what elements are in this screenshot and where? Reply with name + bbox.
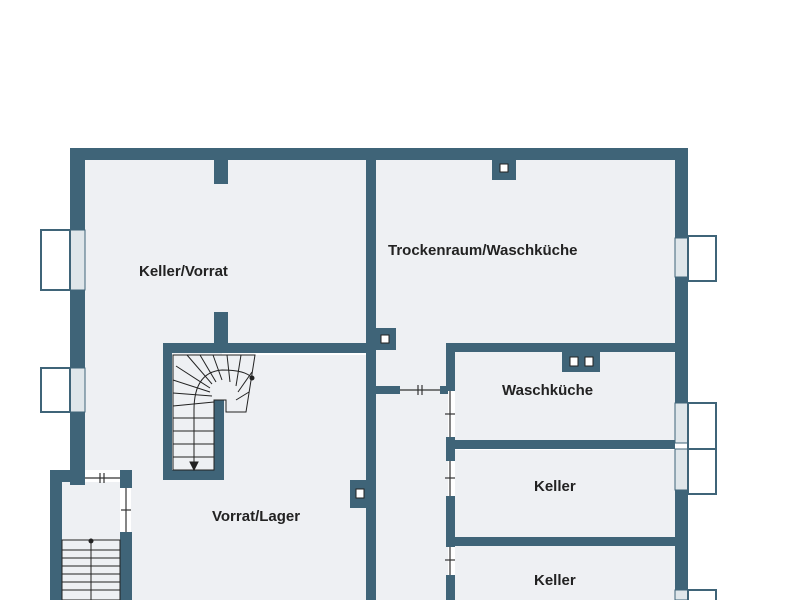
- window-right-4-well: [687, 589, 717, 600]
- wall-corridor-stub: [376, 386, 400, 394]
- stair-tread: [186, 354, 213, 385]
- shaft-top-inner: [499, 163, 509, 173]
- room-label-keller-1: Keller: [534, 478, 576, 495]
- window-left-2-glass: [69, 367, 86, 413]
- outer-wall-left-mid: [70, 290, 85, 368]
- stair-lower-walkline-dot: [88, 538, 94, 544]
- wall-corridor-stub-2: [440, 386, 448, 394]
- window-right-4-glass: [674, 589, 689, 600]
- stair-arrow: [189, 461, 199, 472]
- outer-wall-left-bottom: [50, 470, 62, 600]
- floor-areas: [62, 160, 675, 600]
- wall-stub-mid: [214, 312, 228, 352]
- stair-tread: [172, 401, 215, 407]
- wall-stub-top: [214, 160, 228, 184]
- stair-tread: [212, 354, 223, 381]
- stair-tread: [175, 365, 211, 389]
- stair-tread: [172, 379, 211, 393]
- shaft-vorrat-inner: [355, 488, 365, 499]
- window-right-2-well: [687, 402, 717, 450]
- room-label-vorrat-lager: Vorrat/Lager: [212, 508, 301, 525]
- outer-wall-top: [70, 148, 688, 160]
- walls: [50, 148, 688, 600]
- stair-tread: [226, 354, 231, 383]
- shaft-waschkueche: [562, 352, 600, 372]
- room-label-trockenraum: Trockenraum/Waschküche: [388, 242, 578, 259]
- wall-waschkueche-left: [446, 343, 455, 391]
- window-right-2-glass: [674, 402, 689, 444]
- hall-wall-top: [120, 470, 132, 488]
- outer-wall-left-upper: [70, 148, 85, 230]
- stair-tread: [235, 354, 242, 387]
- floor-trockenraum: [375, 160, 675, 345]
- windows: [40, 229, 717, 600]
- stairwell-wall-right: [214, 400, 224, 478]
- wall-keller-left-d: [446, 575, 455, 600]
- staircase-lower: [61, 538, 121, 600]
- shaft-central-inner: [380, 334, 390, 344]
- stair-tread: [235, 391, 250, 401]
- window-right-3-glass: [674, 448, 689, 491]
- shaft-waschkueche-inner-1: [569, 356, 579, 367]
- window-left-2-well: [40, 367, 71, 413]
- wall-keller-left-a: [446, 437, 455, 461]
- stairwell-wall-bottom: [163, 470, 224, 480]
- window-right-1-glass: [674, 237, 689, 278]
- stair-walkline-dot: [249, 375, 255, 381]
- floor-corridor: [375, 345, 448, 600]
- staircase-upper: [172, 354, 256, 472]
- stair-tread: [172, 392, 213, 397]
- door-openings: [85, 385, 455, 575]
- window-left-1-well: [40, 229, 71, 291]
- outer-wall-right-mid: [675, 277, 688, 403]
- outer-wall-right-upper: [675, 148, 688, 238]
- wall-waschkueche-top: [446, 343, 675, 352]
- wall-keller-2-top: [446, 537, 675, 546]
- window-left-1-glass: [69, 229, 86, 291]
- floor-keller-2: [455, 545, 675, 600]
- window-right-1-well: [687, 235, 717, 282]
- stair-tread: [199, 354, 217, 383]
- outer-wall-right-low: [675, 490, 688, 590]
- wall-keller-left-c: [446, 537, 455, 547]
- floor-keller-1: [455, 450, 675, 537]
- wall-keller-vorrat-bottom: [163, 343, 366, 353]
- wall-keller-1-top: [446, 440, 675, 449]
- room-label-keller-2: Keller: [534, 572, 576, 589]
- stair-walkline: [193, 369, 253, 466]
- outer-wall-left-low: [70, 412, 85, 485]
- wall-central-lower: [366, 338, 376, 600]
- room-label-waschkueche: Waschküche: [502, 382, 594, 399]
- shafts: [350, 160, 600, 508]
- shaft-waschkueche-inner-2: [584, 356, 594, 367]
- wall-central-upper: [366, 160, 376, 338]
- hall-wall-right: [120, 532, 132, 600]
- window-right-3-well: [687, 448, 717, 495]
- stairwell-wall-left: [163, 343, 172, 478]
- wall-keller-left-b: [446, 496, 455, 540]
- stair-outline: [172, 354, 256, 471]
- room-label-keller-vorrat: Keller/Vorrat: [139, 263, 228, 280]
